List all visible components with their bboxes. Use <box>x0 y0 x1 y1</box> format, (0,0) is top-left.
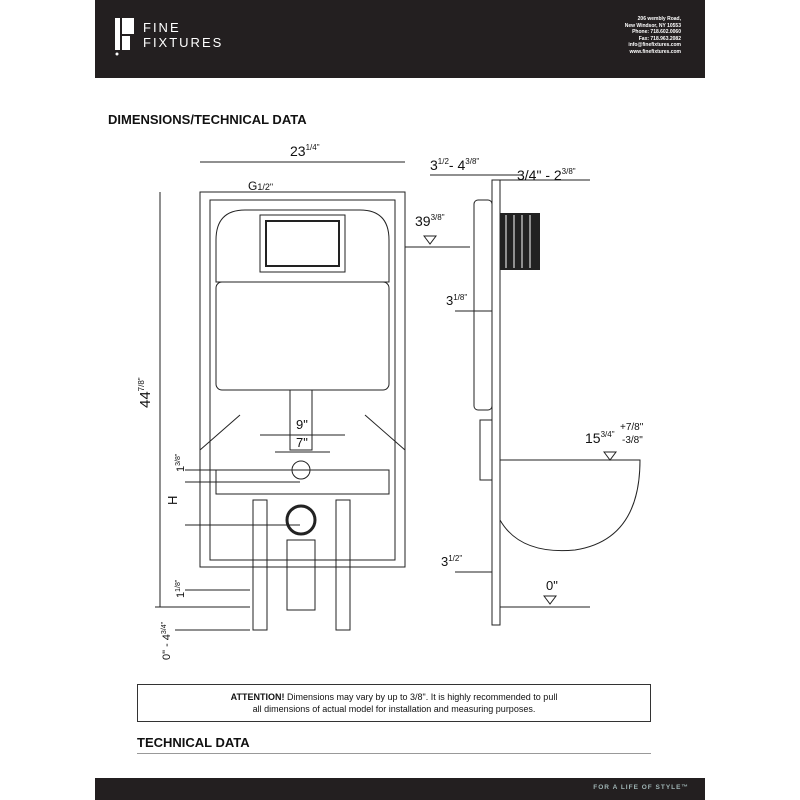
address-phone: Phone: 718.602.0060 <box>632 29 681 36</box>
dim-wall: 31/8" <box>446 293 467 308</box>
dim-bowl-height: 153/4" <box>585 430 615 446</box>
dim-h: H <box>165 496 180 505</box>
dim-tol-plus: +7/8" <box>620 422 644 433</box>
dim-flush-height: 393/8" <box>415 213 445 229</box>
dim-1-1-8: 11/8" <box>175 579 187 598</box>
dim-total-height: 447/8" <box>137 377 154 408</box>
attention-label: ATTENTION! <box>230 692 285 702</box>
dim-g: G1/2" <box>248 179 273 193</box>
address-email[interactable]: info@finefixtures.com <box>628 42 681 49</box>
address-street: 206 wembly Road, <box>637 16 681 22</box>
dim-tol-minus: -3/8" <box>622 435 643 446</box>
fine-fixtures-logo-icon <box>115 18 134 56</box>
divider <box>137 753 651 754</box>
technical-drawing: 231/4" G1/2" 447/8" 393/8" 31/2- 43/8" 3… <box>137 143 644 660</box>
attention-line-2: all dimensions of actual model for insta… <box>252 704 536 714</box>
footer-tagline: FOR A LIFE OF STYLE™ <box>593 784 689 791</box>
dim-seven: 7" <box>296 435 308 450</box>
dim-plate-depth: 3/4" - 23/8" <box>517 167 576 183</box>
address-website[interactable]: www.finefixtures.com <box>629 48 682 55</box>
dim-1-3-8: 13/8" <box>175 453 187 472</box>
section-title: DIMENSIONS/TECHNICAL DATA <box>108 112 307 127</box>
footer: FOR A LIFE OF STYLE™ <box>95 778 705 800</box>
technical-data-title: TECHNICAL DATA <box>137 735 250 750</box>
dim-width: 231/4" <box>290 143 320 159</box>
brand-line-1: FINE <box>143 20 181 35</box>
address-city: New Windsor, NY 10553 <box>624 22 681 29</box>
dim-floor: 0" <box>546 578 558 593</box>
dim-frame-depth: 31/2- 43/8" <box>430 157 479 173</box>
attention-line-1: Dimensions may vary by up to 3/8". It is… <box>284 692 558 702</box>
dim-bottom: 31/2" <box>441 554 462 569</box>
dim-nine: 9" <box>296 417 308 432</box>
address-fax: Fax: 718.963.2082 <box>638 35 681 42</box>
brand-line-2: FIXTURES <box>143 35 224 50</box>
contact-address: 206 wembly Road, New Windsor, NY 10553 P… <box>625 16 681 56</box>
attention-box: ATTENTION! Dimensions may vary by up to … <box>137 684 651 722</box>
dim-foot-range: 0" - 43/4" <box>161 621 173 660</box>
